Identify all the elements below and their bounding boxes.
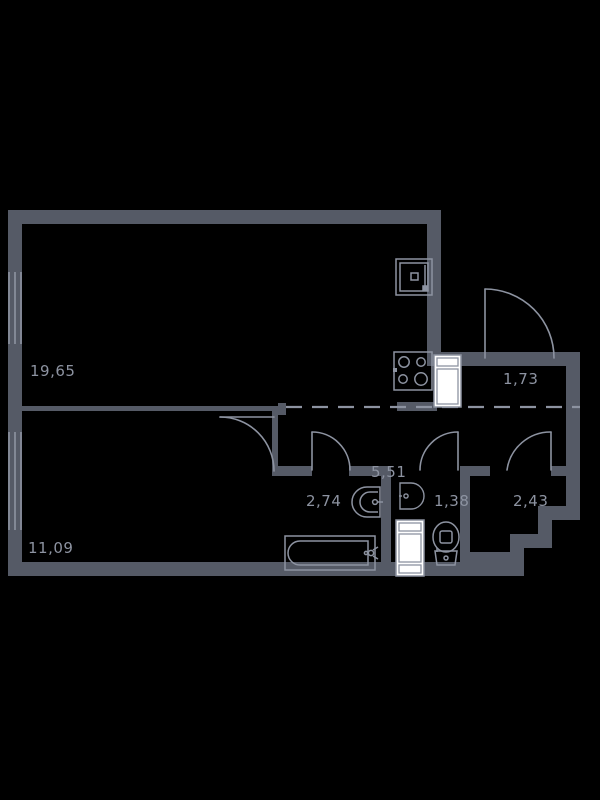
interior-wall-wc-storage-divider — [460, 466, 470, 562]
area-label-corridor: 5,51 — [371, 463, 407, 481]
door-bedroom — [219, 416, 275, 472]
bathtub-icon — [284, 535, 379, 571]
toilet-icon — [432, 521, 460, 566]
interior-wall-storage-step — [470, 552, 524, 562]
windows-group — [8, 272, 22, 530]
area-label-living-room: 19,65 — [30, 362, 76, 380]
kitchen-sink-icon — [395, 258, 433, 296]
bathroom-sink-icon — [351, 486, 383, 518]
door-jamb-kitchen-opening — [278, 403, 286, 415]
window-living-room — [8, 272, 22, 344]
door-storage — [506, 431, 552, 471]
walls-group — [8, 210, 580, 576]
area-label-storage-room: 2,43 — [513, 492, 549, 510]
interior-wall-corridor-south-d — [551, 466, 566, 476]
door-wc — [419, 431, 459, 471]
interior-wall-kitchen-vertical — [427, 224, 441, 352]
area-label-entry-hall: 1,73 — [503, 370, 539, 388]
window-bedroom — [8, 432, 22, 530]
interior-wall-corridor-south-b — [349, 466, 381, 476]
entry-door — [484, 288, 555, 359]
interior-wall-bath-wc-divider — [381, 466, 391, 562]
area-label-bedroom: 11,09 — [28, 539, 74, 557]
area-label-bathroom: 2,74 — [306, 492, 342, 510]
interior-wall-living-bedroom — [22, 406, 278, 411]
interior-wall-corridor-south-a — [272, 466, 312, 476]
wc-sink-icon — [399, 482, 425, 510]
area-label-wc: 1,38 — [434, 492, 470, 510]
doors-group — [219, 288, 555, 472]
door-jamb-bedroom — [272, 411, 278, 469]
washing-machine-icon — [395, 519, 425, 577]
door-bathroom — [311, 431, 351, 471]
interior-wall-corridor-south-c — [460, 466, 490, 476]
fixtures-group — [284, 258, 462, 577]
kitchen-stove-icon — [393, 351, 433, 391]
exterior-wall-shell — [8, 210, 580, 576]
refrigerator-icon — [433, 354, 462, 408]
